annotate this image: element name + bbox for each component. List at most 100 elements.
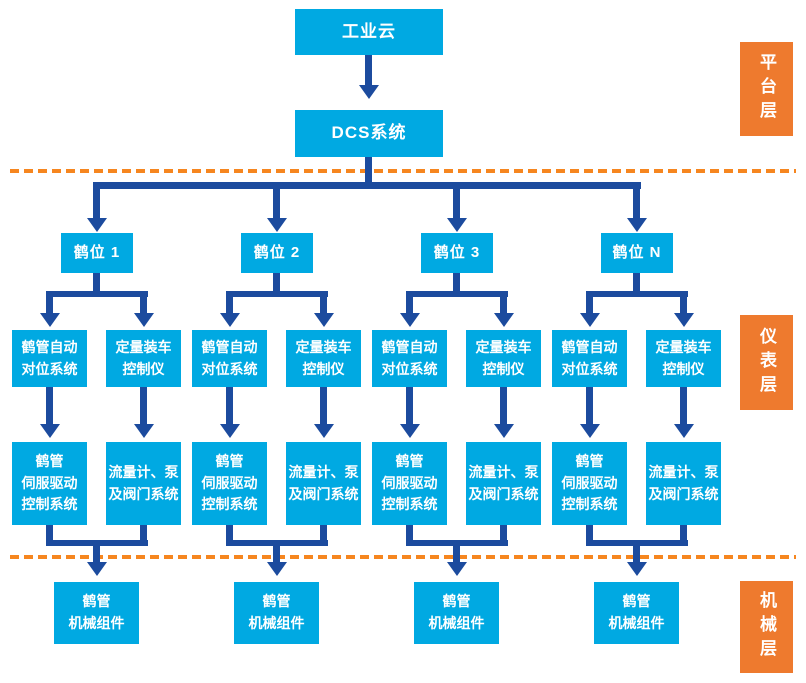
node-mechanical-assembly: 鹤管 机械组件 <box>234 582 319 644</box>
connector-line-dcs-trunk <box>365 157 372 182</box>
node-mechanical-assembly: 鹤管 机械组件 <box>594 582 679 644</box>
connector-line <box>320 297 327 313</box>
node-arm-positioning: 鹤管自动 对位系统 <box>372 330 447 387</box>
node-mechanical-assembly: 鹤管 机械组件 <box>414 582 499 644</box>
connector-line <box>633 546 640 562</box>
connector-line <box>320 387 327 424</box>
fork-bar <box>46 291 148 297</box>
connector-line <box>226 387 233 424</box>
connector-line <box>273 546 280 562</box>
layer-separator-platform-instrument <box>10 169 796 173</box>
arrow-down-icon <box>400 313 420 327</box>
node-servo-drive: 鹤管 伺服驱动 控制系统 <box>372 442 447 525</box>
merge-bar <box>226 540 328 546</box>
node-arm-positioning: 鹤管自动 对位系统 <box>12 330 87 387</box>
connector-line <box>680 387 687 424</box>
arrow-down-icon <box>359 85 379 99</box>
connector-line <box>453 546 460 562</box>
connector-line <box>586 297 593 313</box>
node-dcs-system: DCS系统 <box>295 110 443 157</box>
arrow-down-icon <box>314 424 334 438</box>
arrow-down-icon <box>494 313 514 327</box>
node-arm-positioning: 鹤管自动 对位系统 <box>552 330 627 387</box>
arrow-down-icon <box>220 313 240 327</box>
arrow-down-icon <box>494 424 514 438</box>
layer-label-mechanical: 机械层 <box>740 581 793 673</box>
fork-bar <box>406 291 508 297</box>
node-industrial-cloud: 工业云 <box>295 9 443 55</box>
connector-line <box>500 387 507 424</box>
arrow-down-icon <box>87 218 107 232</box>
station-group-n: 鹤位 N 鹤管自动 对位系统 定量装车 控制仪 鹤管 伺服驱动 控制系统 流量计… <box>540 0 735 683</box>
arrow-down-icon <box>40 424 60 438</box>
node-station: 鹤位 N <box>601 233 673 273</box>
arrow-down-icon <box>447 218 467 232</box>
connector-line <box>680 297 687 313</box>
arrow-down-icon <box>627 218 647 232</box>
fork-bar <box>586 291 688 297</box>
arrow-down-icon <box>580 424 600 438</box>
arrow-down-icon <box>627 562 647 576</box>
connector-line <box>586 525 593 541</box>
node-station: 鹤位 3 <box>421 233 493 273</box>
connector-line <box>46 387 53 424</box>
connector-line-cloud-dcs <box>365 55 372 85</box>
node-loading-controller: 定量装车 控制仪 <box>286 330 361 387</box>
station-group-3: 鹤位 3 鹤管自动 对位系统 定量装车 控制仪 鹤管 伺服驱动 控制系统 流量计… <box>360 0 555 683</box>
arrow-down-icon <box>40 313 60 327</box>
node-station: 鹤位 1 <box>61 233 133 273</box>
connector-line <box>226 525 233 541</box>
layer-separator-instrument-mechanical <box>10 555 796 559</box>
node-servo-drive: 鹤管 伺服驱动 控制系统 <box>552 442 627 525</box>
node-flow-pump-valve: 流量计、泵 及阀门系统 <box>106 442 181 525</box>
node-servo-drive: 鹤管 伺服驱动 控制系统 <box>192 442 267 525</box>
connector-line <box>406 297 413 313</box>
connector-line <box>226 297 233 313</box>
merge-bar <box>586 540 688 546</box>
connector-line <box>140 387 147 424</box>
connector-line <box>273 189 280 218</box>
connector-line <box>453 273 460 293</box>
connector-line <box>140 297 147 313</box>
connector-line <box>680 525 687 541</box>
connector-line <box>500 525 507 541</box>
connector-line <box>406 525 413 541</box>
node-flow-pump-valve: 流量计、泵 及阀门系统 <box>646 442 721 525</box>
connector-line <box>93 546 100 562</box>
node-mechanical-assembly: 鹤管 机械组件 <box>54 582 139 644</box>
arrow-down-icon <box>87 562 107 576</box>
connector-line <box>140 525 147 541</box>
arrow-down-icon <box>267 562 287 576</box>
station-group-1: 鹤位 1 鹤管自动 对位系统 定量装车 控制仪 鹤管 伺服驱动 控制系统 流量计… <box>0 0 195 683</box>
arrow-down-icon <box>267 218 287 232</box>
connector-line <box>320 525 327 541</box>
arrow-down-icon <box>580 313 600 327</box>
node-arm-positioning: 鹤管自动 对位系统 <box>192 330 267 387</box>
node-flow-pump-valve: 流量计、泵 及阀门系统 <box>466 442 541 525</box>
connector-line <box>500 297 507 313</box>
arrow-down-icon <box>220 424 240 438</box>
node-servo-drive: 鹤管 伺服驱动 控制系统 <box>12 442 87 525</box>
node-loading-controller: 定量装车 控制仪 <box>646 330 721 387</box>
arrow-down-icon <box>314 313 334 327</box>
connector-line <box>93 273 100 293</box>
node-loading-controller: 定量装车 控制仪 <box>466 330 541 387</box>
connector-line <box>46 525 53 541</box>
trunk-line <box>93 182 641 189</box>
layer-label-platform: 平台层 <box>740 42 793 136</box>
connector-line <box>46 297 53 313</box>
arrow-down-icon <box>134 424 154 438</box>
layer-label-instrument: 仪表层 <box>740 315 793 410</box>
arrow-down-icon <box>447 562 467 576</box>
arrow-down-icon <box>674 313 694 327</box>
arrow-down-icon <box>400 424 420 438</box>
merge-bar <box>406 540 508 546</box>
node-station: 鹤位 2 <box>241 233 313 273</box>
node-flow-pump-valve: 流量计、泵 及阀门系统 <box>286 442 361 525</box>
arrow-down-icon <box>674 424 694 438</box>
connector-line <box>406 387 413 424</box>
connector-line <box>633 273 640 293</box>
station-group-2: 鹤位 2 鹤管自动 对位系统 定量装车 控制仪 鹤管 伺服驱动 控制系统 流量计… <box>180 0 375 683</box>
connector-line <box>633 189 640 218</box>
